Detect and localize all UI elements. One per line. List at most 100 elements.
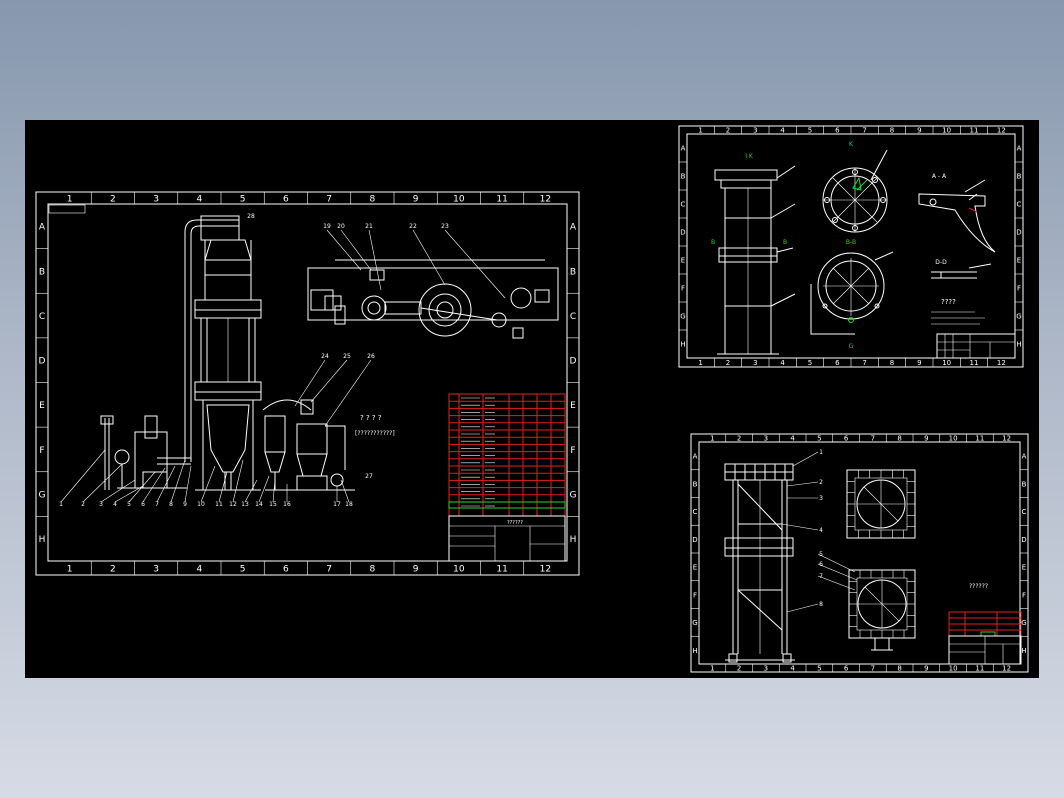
column-number-top: 1 [67,194,73,204]
balloon-number: 2 [819,479,823,486]
column-number-top: 3 [764,435,768,443]
sheet2-inner-border [686,133,1016,359]
column-number-bottom: 12 [1002,665,1011,673]
column-number-bottom: 10 [942,359,951,367]
column-number-top: 10 [942,127,951,135]
column-number-bottom: 8 [890,359,894,367]
sheet3-note: ?????? [969,583,988,590]
column-number-bottom: 7 [871,665,875,673]
section-label: B-B [846,239,856,246]
column-number-top: 8 [897,435,901,443]
sheet2-dd-section [931,263,992,279]
balloon-number: 12 [229,501,237,508]
column-number-bottom: 4 [197,564,203,574]
row-letter-left: E [693,564,697,572]
column-number-top: 1 [698,127,702,135]
column-number-bottom: 6 [835,359,840,367]
column-number-top: 12 [540,194,551,204]
column-number-bottom: 5 [808,359,812,367]
column-number-top: 7 [862,127,866,135]
balloon-number: 8 [169,501,173,508]
balloon-number: 21 [365,223,373,230]
column-number-top: 5 [240,194,246,204]
column-number-bottom: 11 [496,564,507,574]
column-number-top: 3 [153,194,159,204]
balloon-number: 1 [819,449,823,456]
section-label: B [711,239,715,246]
column-number-bottom: 3 [764,665,768,673]
column-number-bottom: 8 [897,665,901,673]
balloon-number: 6 [819,561,823,568]
balloon-number: 24 [321,353,329,360]
balloon-number: 2 [81,501,85,508]
column-number-bottom: 3 [153,564,159,574]
row-letter-left: D [692,536,697,544]
column-number-top: 6 [844,435,849,443]
section-label: D-D [935,259,947,266]
balloon-number: 14 [255,501,263,508]
column-number-bottom: 4 [790,665,795,673]
row-letter-left: F [693,591,697,599]
column-number-top: 2 [726,127,730,135]
balloon-number: 28 [247,213,255,220]
row-letter-right: H [1021,647,1026,655]
column-number-top: 9 [413,194,419,204]
section-label: I K [745,153,754,160]
sheet1-main-tower [184,215,262,491]
row-letter-left: F [681,285,685,293]
column-number-bottom: 1 [67,564,73,574]
column-number-bottom: 2 [110,564,116,574]
column-number-bottom: 11 [970,359,979,367]
sheet1-outer-border [35,191,580,576]
row-letter-right: F [570,446,575,456]
balloon-number: 16 [283,501,291,508]
row-letter-right: G [570,490,577,500]
column-number-top: 6 [835,127,840,135]
column-number-bottom: 7 [862,359,866,367]
balloon-number: 7 [155,501,159,508]
balloon-number: 20 [337,223,345,230]
column-number-top: 7 [871,435,875,443]
row-letter-left: C [39,312,45,322]
row-letter-right: G [1016,313,1021,321]
sheet2-notes [931,311,985,325]
row-letter-left: H [680,341,685,349]
column-number-bottom: 6 [844,665,849,673]
column-number-bottom: 9 [917,359,921,367]
balloon-number: 7 [819,573,823,580]
balloon-number: 27 [365,473,373,480]
balloon-number: 22 [409,223,417,230]
row-letter-left: C [681,201,686,209]
row-letter-right: G [1021,619,1026,627]
row-letter-left: E [681,257,685,265]
column-number-top: 3 [753,127,757,135]
column-number-bottom: 5 [240,564,246,574]
column-number-top: 2 [110,194,116,204]
column-number-bottom: 10 [949,665,958,673]
sheet3-title-block [948,635,1022,665]
column-number-bottom: 8 [370,564,376,574]
column-number-top: 10 [949,435,958,443]
row-letter-left: A [39,223,46,233]
row-letter-left: C [693,508,698,516]
column-number-bottom: 9 [413,564,419,574]
balloon-number: 17 [333,501,341,508]
sheet3-frame-elevation [724,463,795,663]
sheet2-bb-section [810,251,894,335]
section-label: K [849,141,854,148]
sheet3-inner-border [698,441,1021,665]
column-number-bottom: 1 [698,359,702,367]
sheet2-outer-border [678,125,1024,368]
column-number-top: 8 [370,194,376,204]
column-number-bottom: 7 [326,564,332,574]
column-number-bottom: 10 [453,564,465,574]
column-number-top: 12 [1002,435,1011,443]
